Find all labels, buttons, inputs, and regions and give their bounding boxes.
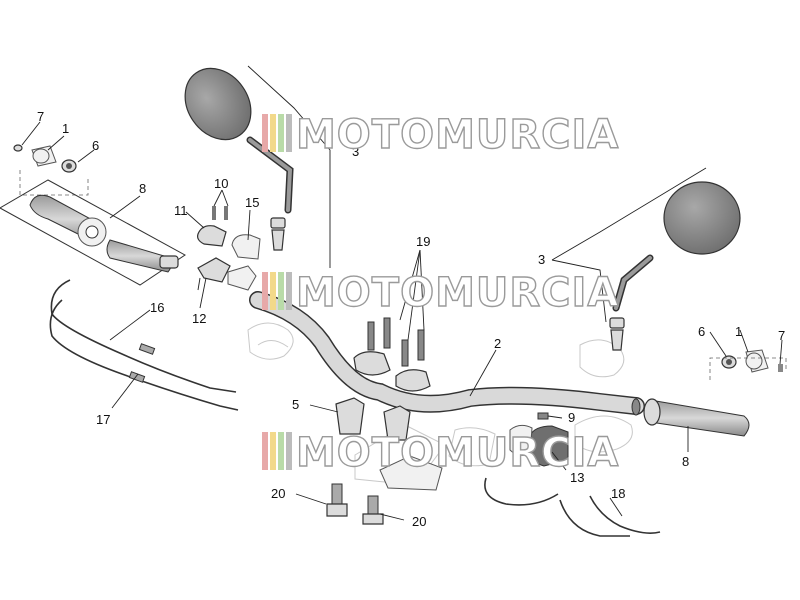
callout-6-left: 6 (92, 138, 99, 153)
callout-9: 9 (568, 410, 575, 425)
riser-mounts (326, 397, 443, 525)
callout-5: 5 (292, 397, 299, 412)
handlebar-risers (353, 317, 431, 392)
left-switch-clamps (197, 206, 261, 291)
callout-17: 17 (96, 412, 110, 427)
callout-8-right: 8 (682, 454, 689, 469)
callout-18: 18 (611, 486, 625, 501)
callout-11: 11 (174, 203, 188, 218)
right-mirror (609, 181, 741, 351)
right-grip (643, 398, 750, 437)
callout-12: 12 (192, 311, 206, 326)
watermark-text-middle: MOTOMURCIA (296, 270, 619, 316)
callout-20-b: 20 (412, 514, 426, 529)
callout-1-left: 1 (62, 121, 69, 136)
callout-3-right: 3 (538, 252, 545, 267)
watermark-top: MOTOMURCIA (262, 111, 619, 159)
callout-1-right: 1 (735, 324, 742, 339)
watermark-middle: MOTOMURCIA (262, 269, 619, 317)
watermark-text-top: MOTOMURCIA (296, 112, 619, 158)
left-grip-assembly (0, 179, 186, 286)
callout-13: 13 (570, 470, 584, 485)
callout-15: 15 (245, 195, 259, 210)
left-mirror (184, 67, 294, 251)
callout-8-left: 8 (139, 181, 146, 196)
leader-lines (21, 65, 783, 521)
handlebar (249, 291, 645, 416)
callout-3-left: 3 (352, 144, 359, 159)
callout-10: 10 (214, 176, 228, 191)
callout-19: 19 (416, 234, 430, 249)
callout-numbers: 7 1 6 8 10 11 15 12 3 19 2 3 5 9 13 6 1 … (37, 109, 785, 529)
callout-7-right: 7 (778, 328, 785, 343)
watermark-text-bottom: MOTOMURCIA (296, 430, 619, 476)
callout-7-left: 7 (37, 109, 44, 124)
callout-16: 16 (150, 300, 164, 315)
control-cables (49, 279, 661, 537)
callout-20-a: 20 (271, 486, 285, 501)
callout-6-right: 6 (698, 324, 705, 339)
callout-2: 2 (494, 336, 501, 351)
right-bar-end-parts (709, 349, 787, 380)
watermark-bottom: MOTOMURCIA (262, 429, 619, 477)
left-bar-end-parts (13, 144, 89, 196)
throttle-assembly (484, 412, 569, 506)
